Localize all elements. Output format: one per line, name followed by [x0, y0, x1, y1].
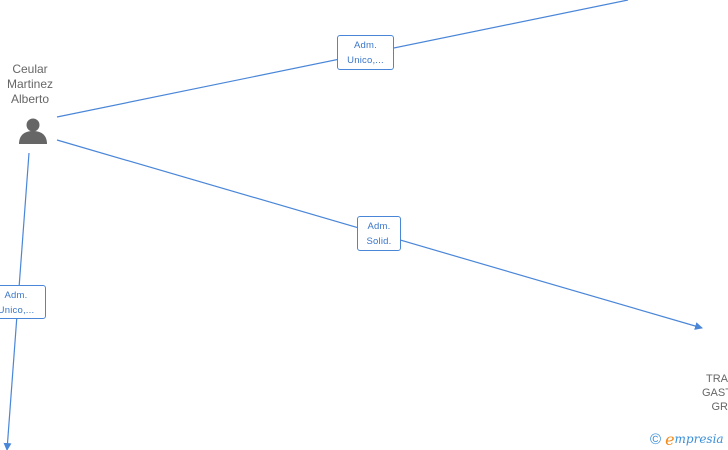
brand-watermark: © e mpresia — [650, 429, 724, 449]
edge-label-down[interactable]: Adm. Unico,... — [0, 285, 46, 319]
person-name[interactable]: Ceular Martinez Alberto — [6, 62, 53, 106]
copyright-icon: © — [650, 430, 662, 448]
edge-label-right[interactable]: Adm. Solid. — [357, 216, 401, 251]
brand-logo-text: mpresia — [674, 432, 724, 446]
company-name-right[interactable]: TRA GAST GR — [702, 373, 728, 413]
brand-logo-initial: e — [665, 429, 675, 449]
edge-label-top-right[interactable]: Adm. Unico,... — [337, 35, 394, 70]
person-icon[interactable] — [19, 118, 47, 145]
